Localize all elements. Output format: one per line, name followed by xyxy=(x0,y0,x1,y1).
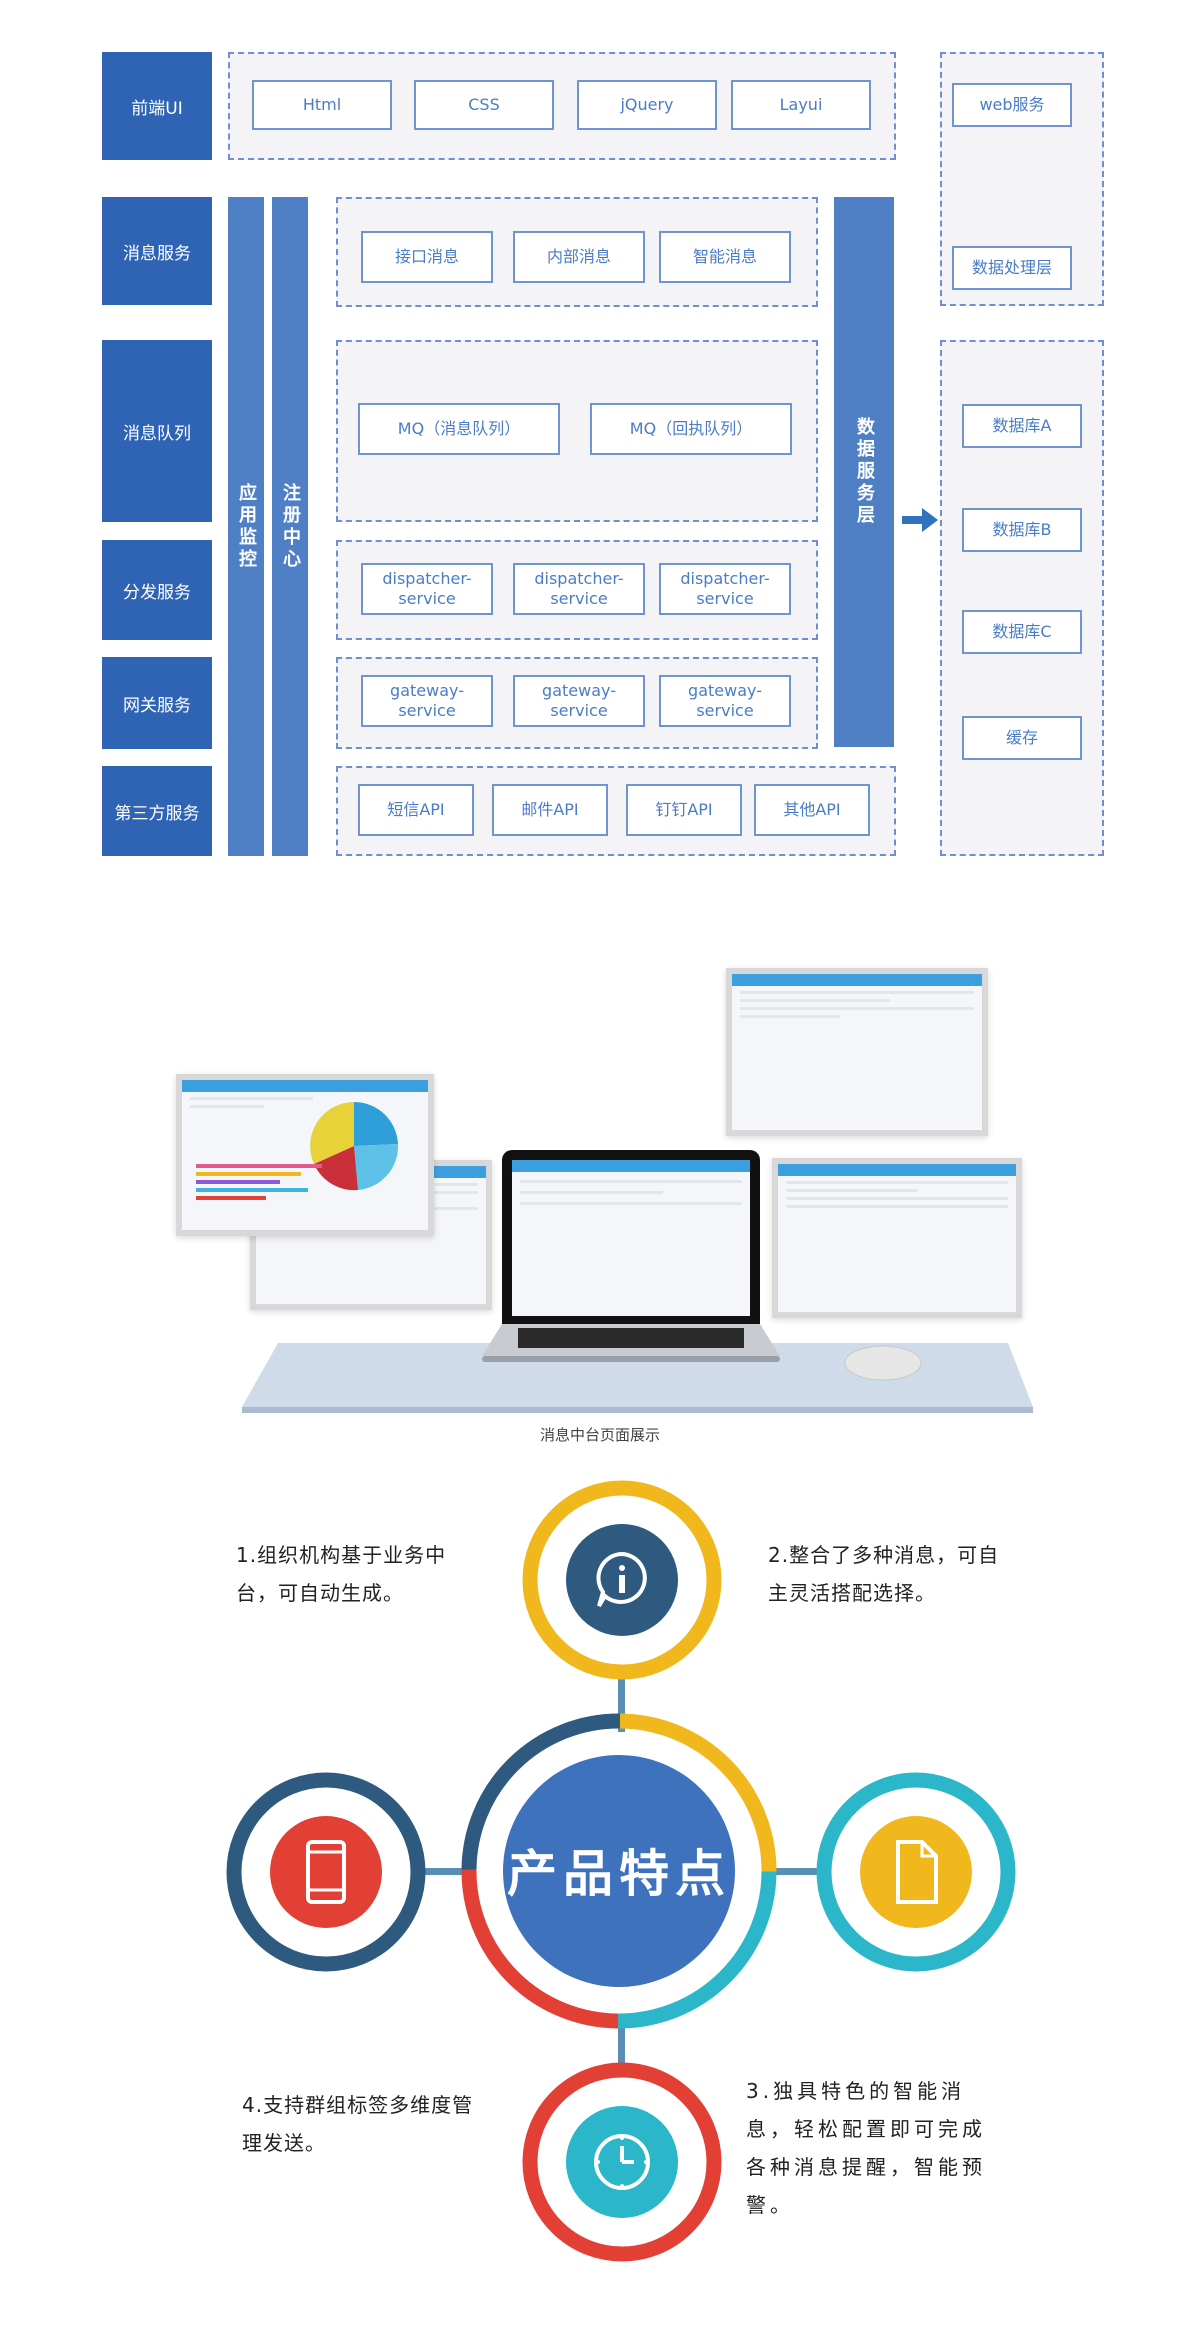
layer-dispatch: 分发服务 xyxy=(102,540,212,640)
gateway-box: gateway- service xyxy=(513,675,645,727)
registry-center-bar: 注册中心 xyxy=(272,197,308,856)
layer-third-party: 第三方服务 xyxy=(102,766,212,856)
frontend-box: jQuery xyxy=(577,80,717,130)
mouse-graphic xyxy=(844,1345,922,1381)
third-party-box: 邮件API xyxy=(492,784,608,836)
laptop-screen xyxy=(502,1150,760,1326)
connector-line xyxy=(618,1674,625,1732)
feature-circle-right xyxy=(816,1772,1016,1972)
feature-circle-left xyxy=(226,1772,426,1972)
layer-message-queue: 消息队列 xyxy=(102,340,212,522)
feature-text-1: 1.组织机构基于业务中台，可自动生成。 xyxy=(236,1543,447,1605)
layer-message-service: 消息服务 xyxy=(102,197,212,305)
data-processing-box: 数据处理层 xyxy=(952,246,1072,290)
dispatcher-box: dispatcher- service xyxy=(513,563,645,615)
third-party-box: 钉钉API xyxy=(626,784,742,836)
layer-gateway: 网关服务 xyxy=(102,657,212,749)
showcase-caption: 消息中台页面展示 xyxy=(539,1426,660,1444)
info-chat-icon xyxy=(596,1551,647,1608)
layer-frontend: 前端UI xyxy=(102,52,212,160)
desk-surface xyxy=(242,1343,1033,1413)
screen-mockup xyxy=(772,1158,1022,1318)
database-box: 数据库A xyxy=(962,404,1082,448)
message-box: 智能消息 xyxy=(659,231,791,283)
center-title: 产品特点 xyxy=(507,1845,731,1903)
feature-text-3: 3.独具特色的智能消息，轻松配置即可完成各种消息提醒，智能预警。 xyxy=(746,2079,986,2217)
chart-screen-mockup xyxy=(176,1074,434,1236)
screen-mockup xyxy=(726,968,988,1136)
mobile-phone-icon xyxy=(306,1840,346,1904)
frontend-box: Layui xyxy=(731,80,871,130)
center-ring xyxy=(461,1713,777,2029)
arrow-right-icon xyxy=(902,508,938,532)
third-party-box: 其他API xyxy=(754,784,870,836)
web-service-box: web服务 xyxy=(952,83,1072,127)
dispatcher-box: dispatcher- service xyxy=(361,563,493,615)
feature-text-4: 4.支持群组标签多维度管理发送。 xyxy=(242,2093,474,2155)
connector-line xyxy=(766,1868,822,1875)
database-box: 数据库C xyxy=(962,610,1082,654)
connector-line xyxy=(418,1868,474,1875)
mq-box: MQ（消息队列） xyxy=(358,403,560,455)
message-box: 接口消息 xyxy=(361,231,493,283)
bar-lines-graphic xyxy=(196,1160,336,1220)
laptop-base xyxy=(482,1324,780,1362)
mq-box: MQ（回执队列） xyxy=(590,403,792,455)
frontend-box: Html xyxy=(252,80,392,130)
cache-box: 缓存 xyxy=(962,716,1082,760)
third-party-box: 短信API xyxy=(358,784,474,836)
gateway-box: gateway- service xyxy=(659,675,791,727)
clock-icon xyxy=(594,2134,650,2190)
gateway-box: gateway- service xyxy=(361,675,493,727)
dispatcher-box: dispatcher- service xyxy=(659,563,791,615)
frontend-box: CSS xyxy=(414,80,554,130)
database-box: 数据库B xyxy=(962,508,1082,552)
document-icon xyxy=(896,1840,938,1904)
pie-chart-graphic xyxy=(310,1102,399,1191)
app-monitor-bar: 应用监控 xyxy=(228,197,264,856)
connector-line xyxy=(618,2015,625,2073)
feature-text-2: 2.整合了多种消息，可自主灵活搭配选择。 xyxy=(768,1543,1000,1605)
data-service-layer-bar: 数据服务层 xyxy=(834,197,894,747)
message-box: 内部消息 xyxy=(513,231,645,283)
